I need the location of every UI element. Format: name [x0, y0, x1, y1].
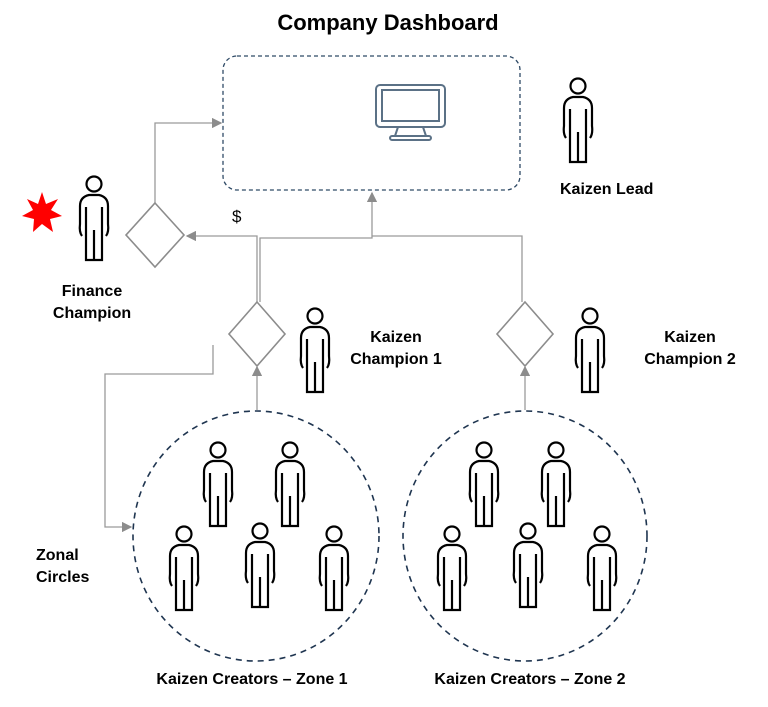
zone2-creator-person-icon: [540, 441, 572, 528]
finance-champion-person-icon: [78, 175, 110, 262]
zone1-creator-person-icon: [168, 525, 200, 612]
zone1-creator-person-icon: [244, 522, 276, 609]
zone1-label: Kaizen Creators – Zone 1: [156, 671, 347, 688]
champion1-decision-diamond: [227, 300, 287, 368]
zone1-circle: [132, 410, 380, 662]
money-label: $: [232, 207, 242, 226]
zone2-label: Kaizen Creators – Zone 2: [434, 671, 625, 688]
zone1-creator-person-icon: [202, 441, 234, 528]
champion1-label-line2: Champion 1: [350, 351, 442, 368]
champion2-decision-diamond: [495, 300, 555, 368]
zone2-creator-person-icon: [468, 441, 500, 528]
zone2-circle: [402, 410, 648, 662]
finance-champion-label-line2: Champion: [53, 305, 131, 322]
finance-decision-diamond: [124, 201, 186, 269]
zone1-creator-person-icon: [274, 441, 306, 528]
champion2-label-line1: Kaizen: [664, 329, 716, 346]
zone2-creator-person-icon: [586, 525, 618, 612]
alert-star-icon: [22, 192, 62, 232]
zone2-creator-person-icon: [512, 522, 544, 609]
zonal-circles-label-line2: Circles: [36, 569, 89, 586]
monitor-icon: [375, 84, 446, 141]
champion1-label-line1: Kaizen: [370, 329, 422, 346]
zone1-creator-person-icon: [318, 525, 350, 612]
dashboard-box: [222, 55, 521, 191]
champion2-person-icon: [574, 307, 606, 394]
kaizen-lead-label: Kaizen Lead: [560, 181, 653, 198]
connectors: [104, 117, 531, 533]
zonal-circles-label-line1: Zonal: [36, 547, 79, 564]
kaizen-lead-person-icon: [562, 77, 594, 164]
champion1-person-icon: [299, 307, 331, 394]
zone2-creator-person-icon: [436, 525, 468, 612]
champion2-label-line2: Champion 2: [644, 351, 736, 368]
page-title: Company Dashboard: [277, 10, 498, 35]
finance-champion-label-line1: Finance: [62, 283, 123, 300]
